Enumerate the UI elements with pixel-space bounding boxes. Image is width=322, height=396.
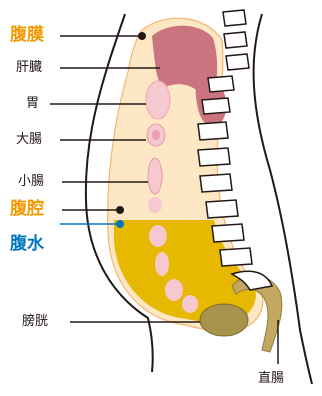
stomach: [146, 81, 170, 119]
large-intestine-lumen: [152, 130, 160, 140]
small-intestine: [148, 158, 162, 194]
intestine-loop-1: [148, 197, 162, 213]
intestine-loop-4: [165, 279, 183, 301]
intestine-loop-3: [155, 252, 169, 276]
vertebra-5: [202, 98, 230, 114]
peritoneum-dot: [138, 32, 146, 40]
ascites-dot: [116, 220, 124, 228]
vertebra-6: [198, 122, 228, 140]
peritoneal-cavity-dot: [116, 206, 124, 214]
intestine-loop-5: [182, 295, 198, 313]
label-liver: 肝臓: [16, 61, 42, 74]
bladder: [200, 304, 248, 336]
label-rectum: 直腸: [258, 372, 284, 385]
vertebra-2: [224, 32, 247, 48]
back-body-outline: [254, 14, 312, 384]
vertebra-10: [212, 224, 244, 242]
label-peritoneum: 腹膜: [10, 27, 44, 44]
label-peritoneal-cavity: 腹腔: [10, 201, 44, 218]
label-small-intestine: 小腸: [18, 175, 44, 188]
label-large-intestine: 大腸: [16, 133, 42, 146]
vertebra-1: [223, 10, 246, 26]
label-stomach: 胃: [26, 97, 39, 110]
vertebra-9: [206, 200, 238, 218]
label-ascites: 腹水: [10, 236, 44, 253]
vertebra-3: [226, 54, 249, 70]
vertebra-11: [220, 248, 252, 266]
vertebra-8: [200, 174, 232, 192]
vertebra-4: [208, 76, 234, 92]
vertebra-7: [198, 148, 230, 166]
intestine-loop-2: [149, 225, 167, 247]
label-bladder: 膀胱: [22, 315, 48, 328]
